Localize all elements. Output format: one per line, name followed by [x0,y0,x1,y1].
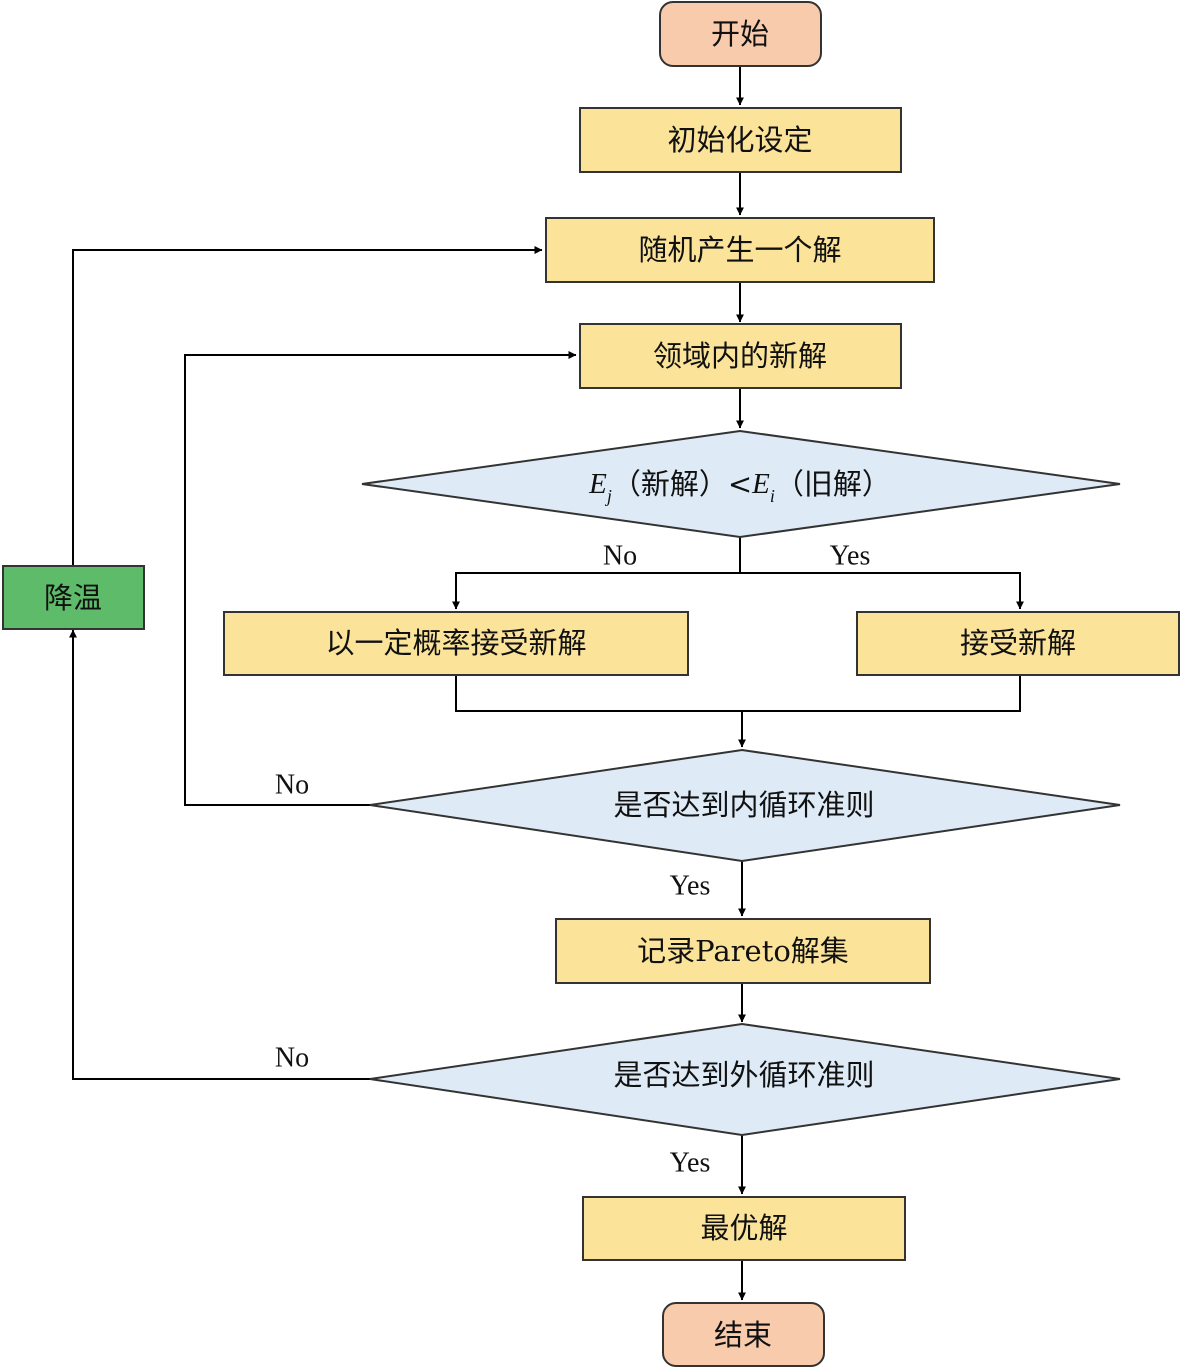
arrow-outer-no [69,629,370,1080]
record-shape [555,918,931,984]
compare-label: Ej（新解）<Ei（旧解） [588,467,891,506]
outer-loop-shape [369,1022,1121,1137]
node-accept-prob: 以一定概率接受新解 [223,611,689,676]
arrow-compare-yes [740,572,1024,610]
inner-loop-shape [369,748,1121,863]
init-shape [579,107,902,173]
accept-prob-label: 以一定概率接受新解 [325,626,586,660]
node-neighbor: 领域内的新解 [579,323,902,389]
cool-label: 降温 [44,581,102,615]
start-label: 开始 [711,17,769,51]
edge-label-outer-no: No [275,1043,309,1074]
accept-prob-shape [223,611,689,676]
compare-i-sub: i [770,486,775,506]
best-label: 最优解 [700,1211,787,1245]
start-shape [659,1,822,67]
edge-label-compare-yes: Yes [830,541,871,572]
compare-shape [361,429,1121,539]
best-shape [582,1196,906,1261]
edge-labels: No Yes No Yes No Yes [275,541,870,1179]
node-best: 最优解 [582,1196,906,1261]
outer-loop-label: 是否达到外循环准则 [613,1058,874,1092]
merge-line [455,675,1021,712]
node-outer-loop: 是否达到外循环准则 [369,1022,1121,1137]
edge-label-inner-yes: Yes [670,871,711,902]
compare-ej: E [588,468,607,500]
arrow-compare-no [452,537,741,610]
arrow-cool-random [72,246,543,566]
accept-label: 接受新解 [960,626,1076,660]
node-cool: 降温 [2,565,145,630]
node-end: 结束 [662,1302,825,1367]
compare-j-sub: j [605,486,612,506]
inner-loop-label: 是否达到内循环准则 [613,788,874,822]
end-label: 结束 [714,1318,772,1352]
cool-shape [2,565,145,630]
neighbor-shape [579,323,902,389]
connectors [69,66,1024,1301]
random-shape [545,217,935,283]
node-random: 随机产生一个解 [545,217,935,283]
edge-label-outer-yes: Yes [670,1148,711,1179]
compare-ei: E [751,468,770,500]
record-label: 记录Pareto解集 [637,934,849,968]
end-shape [662,1302,825,1367]
node-init: 初始化设定 [579,107,902,173]
arrow-inner-no [184,351,577,806]
node-compare: Ej（新解）<Ei（旧解） [361,429,1121,539]
edge-label-compare-no: No [603,541,637,572]
node-inner-loop: 是否达到内循环准则 [369,748,1121,863]
node-record: 记录Pareto解集 [555,918,931,984]
accept-shape [856,611,1180,676]
node-start: 开始 [659,1,822,67]
node-accept: 接受新解 [856,611,1180,676]
neighbor-label: 领域内的新解 [653,339,827,373]
compare-old-sol: （旧解） [775,467,891,501]
edge-label-inner-no: No [275,770,309,801]
init-label: 初始化设定 [667,123,812,157]
random-label: 随机产生一个解 [638,233,841,267]
compare-new-sol: （新解）< [612,467,752,501]
